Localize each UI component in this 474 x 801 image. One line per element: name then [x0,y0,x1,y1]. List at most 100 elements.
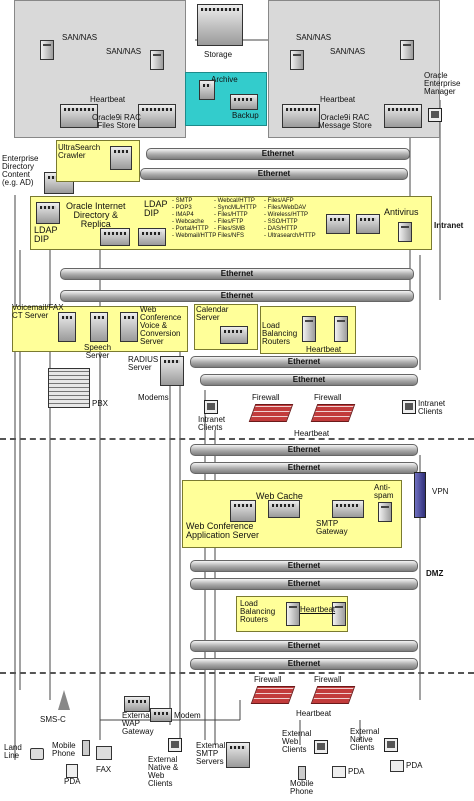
web-cache-server [268,500,300,518]
ext-native-clients-label: External Native Clients [350,727,380,752]
dmz-heartbeat-label: Heartbeat [300,605,336,614]
speech-server [90,312,108,342]
voicemail-label: Voicemail/FAX CT Server [12,303,64,320]
protocol-item: - DAS/HTTP [264,226,298,232]
backup-unit [230,94,258,110]
dmz-external-boundary [0,672,474,674]
dmz-load-balancer-icon [332,602,346,626]
ethernet-backbone-4: Ethernet [60,290,414,302]
ethernet-backbone-6: Ethernet [200,374,418,386]
mobile-phone-icon [298,766,306,780]
message-store-label: Oracle9i RAC Message Store [318,113,372,130]
dmz-load-balancer-icon [286,602,300,626]
protocol-list-1: - SMTP - POP3 - IMAP4 - Webcache - Porta… [172,198,216,240]
speech-server-label: Speech Server [84,343,112,360]
web-conference-voice-label: Web Conference Voice & Conversion Server [140,305,182,346]
ldap-dip-label-right: LDAP DIP [144,199,168,218]
protocol-item: - SyncML/HTTP [214,205,257,211]
message-store-server [282,104,320,128]
protocol-item: - Files/FTP [214,219,244,225]
protocol-item: - Files/HTTP [214,212,248,218]
protocol-item: - Ultrasearch/HTTP [264,233,316,239]
protocol-item: - Webcal/HTTP [214,198,255,204]
web-conference-app-label: Web Conference Application Server [186,521,260,540]
ext-native-web-label: External Native & Web Clients [148,755,179,788]
heartbeat-left-label: Heartbeat [90,95,126,104]
ethernet-dmz-1: Ethernet [190,444,418,456]
dmz-zone-label: DMZ [426,569,444,578]
smtp-gateway-server [332,500,364,518]
ethernet-dmz-3: Ethernet [190,560,418,572]
pda-icon [390,760,404,772]
heartbeat-lb-top-label: Heartbeat [306,345,342,354]
heartbeat-right-label: Heartbeat [320,95,356,104]
land-line-phone-icon [30,748,44,760]
radius-server-label: RADIUS Server [128,355,159,372]
protocol-item: - Files/WebDAV [264,205,307,211]
load-balancer-icon [302,316,316,342]
firewall-4-label: Firewall [314,675,342,684]
san-nas-label-2: SAN/NAS [106,47,142,56]
oid-server [100,228,130,246]
intranet-zone-label: Intranet [434,221,464,230]
ethernet-dmz-2: Ethernet [190,462,418,474]
intranet-client-icon [204,400,218,414]
ethernet-dmz-5: Ethernet [190,640,418,652]
radius-server [160,356,184,386]
ultrasearch-server [110,146,132,170]
protocol-list-2: - Webcal/HTTP - SyncML/HTTP - Files/HTTP… [214,198,257,240]
protocol-item: - Files/SMB [214,226,246,232]
intranet-clients-label-2: Intranet Clients [418,399,446,416]
land-line-label: Land Line [4,743,22,760]
ext-web-clients-label: External Web Clients [282,729,312,754]
ethernet-label: Ethernet [287,561,321,570]
vpn-label: VPN [432,487,449,496]
pda-1-label: PDA [64,777,81,786]
middle-tier-server [326,214,350,234]
ethernet-label: Ethernet [287,357,321,366]
antivirus-label: Antivirus [384,207,419,217]
ethernet-label: Ethernet [287,659,321,668]
ethernet-label: Ethernet [287,463,321,472]
pda-2-label: PDA [348,767,365,776]
ethernet-label: Ethernet [220,291,254,300]
ethernet-label: Ethernet [287,579,321,588]
ethernet-label: Ethernet [287,445,321,454]
files-store-label: Oracle9i RAC Files Store [92,113,141,130]
protocol-item: - Webcache [172,219,204,225]
pbx-unit [48,368,90,408]
firewall-icon [248,404,294,422]
firewall-icon [310,404,356,422]
protocol-list-3: - Files/AFP - Files/WebDAV - Wireless/HT… [264,198,316,240]
san-nas-label-1: SAN/NAS [62,33,98,42]
ext-smtp-server [226,742,250,768]
dmz-load-balancing-label: Load Balancing Routers [240,599,276,624]
intranet-client-icon [402,400,416,414]
anti-spam-label: Anti- spam [374,483,394,500]
calendar-server [220,326,248,344]
mobile-phone-2-label: Mobile Phone [290,779,314,796]
protocol-item: - Wireless/HTTP [264,212,308,218]
oem-computer-icon [428,108,442,122]
oid-label: Oracle Internet Directory & Replica [66,201,126,229]
pbx-label: PBX [92,399,109,408]
protocol-item: - Files/NFS [214,233,244,239]
voicemail-server [58,312,76,342]
fax-label: FAX [96,765,112,774]
firewall-2-label: Firewall [314,393,342,402]
load-balancing-top-label: Load Balancing Routers [262,321,298,346]
pda-icon [66,764,78,778]
ethernet-label: Ethernet [292,375,326,384]
san-nas-label-3: SAN/NAS [296,33,332,42]
ethernet-backbone-1: Ethernet [146,148,410,160]
ethernet-dmz-6: Ethernet [190,658,418,670]
protocol-item: - SSO/HTTP [264,219,298,225]
modem-label: Modem [174,711,201,720]
protocol-item: - Portal/HTTP [172,226,209,232]
ultrasearch-label: UltraSearch Crawler [58,143,101,160]
firewall-3-label: Firewall [254,675,282,684]
firewall-1-label: Firewall [252,393,280,402]
backup-label: Backup [232,111,259,120]
modem-device [150,708,172,722]
ldap-dip-server [36,202,60,224]
